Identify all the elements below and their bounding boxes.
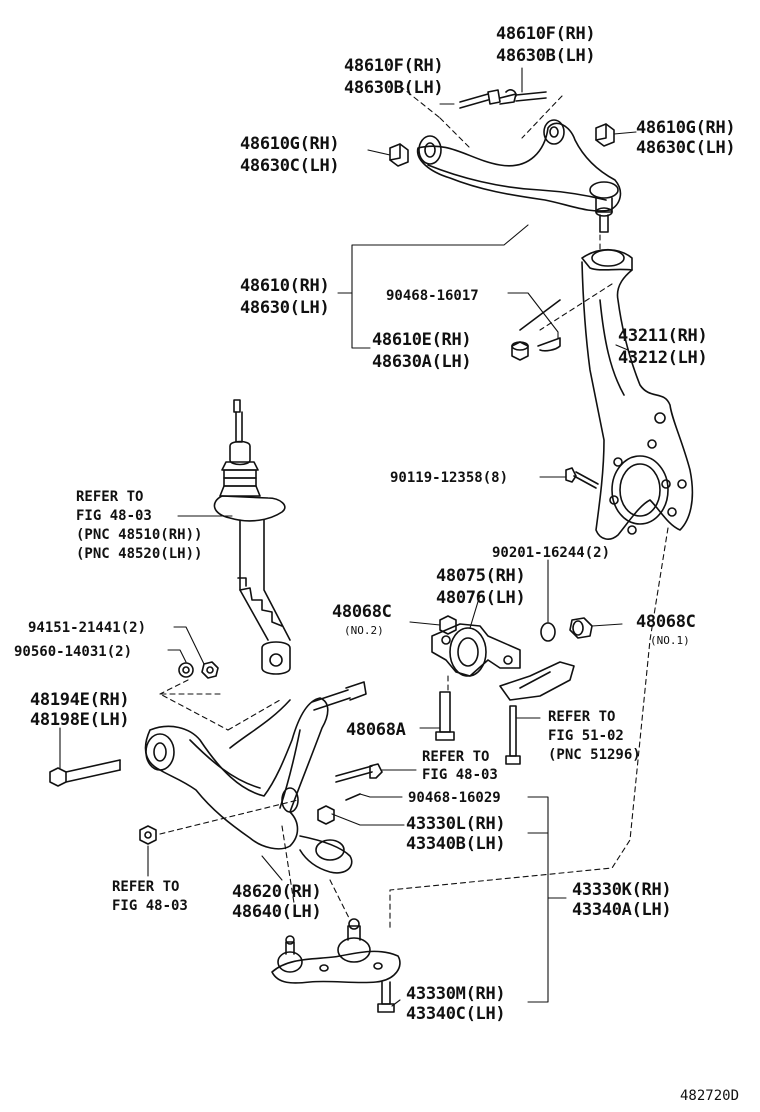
- strut-drawing: [213, 399, 291, 675]
- washer-no1-label: 48068C: [636, 612, 696, 632]
- upper-arm-nut-drawing: [511, 299, 561, 361]
- upper-bushing-right-label-lh: 48630C(LH): [636, 138, 736, 158]
- ref-fig-4803-low-line-1: REFER TO: [112, 879, 180, 895]
- lower-ball-joint-drawing: [271, 918, 401, 984]
- ball-joint-k-label-lh: 43340A(LH): [572, 900, 672, 920]
- knuckle-label-rh: 43211(RH): [618, 326, 708, 346]
- upper-arm-nut-code-label: 90468-16017: [386, 288, 479, 304]
- strut-ref-line-3: (PNC 48510(RH)): [76, 527, 203, 543]
- bushing-assembly-drawing: [431, 615, 575, 765]
- strut-nut-b-label: 90560-14031(2): [14, 644, 133, 660]
- ball-joint-l-label-lh: 43340B(LH): [406, 834, 506, 854]
- ball-joint-m-label-rh: 43330M(RH): [406, 984, 506, 1004]
- lower-arm-label-rh: 48620(RH): [232, 882, 322, 902]
- bushing-assembly-label-rh: 48075(RH): [436, 566, 526, 586]
- steering-knuckle-drawing: [581, 248, 694, 540]
- lower-arm-label-lh: 48640(LH): [232, 902, 322, 922]
- washer-no2-label: 48068C: [332, 602, 392, 622]
- upper-bolt-left-label-lh: 48630B(LH): [344, 78, 444, 98]
- upper-arm-drawing: [416, 119, 622, 233]
- ref-fig-5102-line-3: (PNC 51296): [548, 747, 641, 763]
- ball-joint-k-label-rh: 43330K(RH): [572, 880, 672, 900]
- lower-arm-bolt-drawing: [49, 759, 121, 787]
- strut-ref-line-2: FIG 48-03: [76, 508, 152, 524]
- ref-fig-4803-mid-line-1: REFER TO: [422, 749, 490, 765]
- lower-bolt-label-rh: 48194E(RH): [30, 690, 130, 710]
- dashed-guide-lines: [159, 85, 669, 931]
- strut-lower-nuts: [178, 661, 219, 679]
- strut-nut-a-label: 94151-21441(2): [28, 620, 147, 636]
- knuckle-label-lh: 43212(LH): [618, 348, 708, 368]
- upper-arm-nut-label-rh: 48610E(RH): [372, 330, 472, 350]
- upper-bushing-right-label-rh: 48610G(RH): [636, 118, 736, 138]
- knuckle-bolt-label: 90119-12358(8): [390, 470, 509, 486]
- ball-joint-m-label-lh: 43340C(LH): [406, 1004, 506, 1024]
- upper-bushing-left-label-rh: 48610G(RH): [240, 134, 340, 154]
- upper-arm-bolts: [459, 89, 547, 109]
- ball-joint-clip-drawing: [317, 793, 361, 825]
- lower-bolt-label-lh: 48198E(LH): [30, 710, 130, 730]
- washer-no1-note: (NO.1): [650, 634, 690, 647]
- ref-fig-4803-low-line-2: FIG 48-03: [112, 898, 188, 914]
- strut-ref-line-1: REFER TO: [76, 489, 144, 505]
- washer-no2-note: (NO.2): [344, 624, 384, 637]
- washers-drawing: [540, 617, 593, 642]
- lower-arm-mid-bolt-drawing: [335, 763, 383, 783]
- bolt-48068a-label: 48068A: [346, 720, 406, 740]
- upper-bolt-right-label-rh: 48610F(RH): [496, 24, 596, 44]
- upper-arm-label-lh: 48630(LH): [240, 298, 330, 318]
- ref-fig-5102-line-1: REFER TO: [548, 709, 616, 725]
- upper-bolt-left-label-rh: 48610F(RH): [344, 56, 444, 76]
- lower-arm-drawing: [144, 681, 367, 874]
- ball-joint-bolt-drawing: [377, 981, 395, 1013]
- upper-arm-bushings: [389, 123, 615, 167]
- strut-ref-line-4: (PNC 48520(LH)): [76, 546, 203, 562]
- figure-code-label: 482720D: [680, 1088, 740, 1104]
- ref-fig-4803-mid-line-2: FIG 48-03: [422, 767, 498, 783]
- upper-arm-label-rh: 48610(RH): [240, 276, 330, 296]
- lower-arm-nut-drawing: [139, 825, 157, 845]
- ref-fig-5102-line-2: FIG 51-02: [548, 728, 624, 744]
- bushing-assembly-label-lh: 48076(LH): [436, 588, 526, 608]
- clip-code-label: 90468-16029: [408, 790, 501, 806]
- upper-arm-nut-label-lh: 48630A(LH): [372, 352, 472, 372]
- knuckle-bolt-drawing: [565, 467, 599, 489]
- ball-joint-l-label-rh: 43330L(RH): [406, 814, 506, 834]
- leader-lines: [59, 67, 637, 1007]
- nut-code-label: 90201-16244(2): [492, 545, 611, 561]
- upper-bushing-left-label-lh: 48630C(LH): [240, 156, 340, 176]
- upper-bolt-right-label-lh: 48630B(LH): [496, 46, 596, 66]
